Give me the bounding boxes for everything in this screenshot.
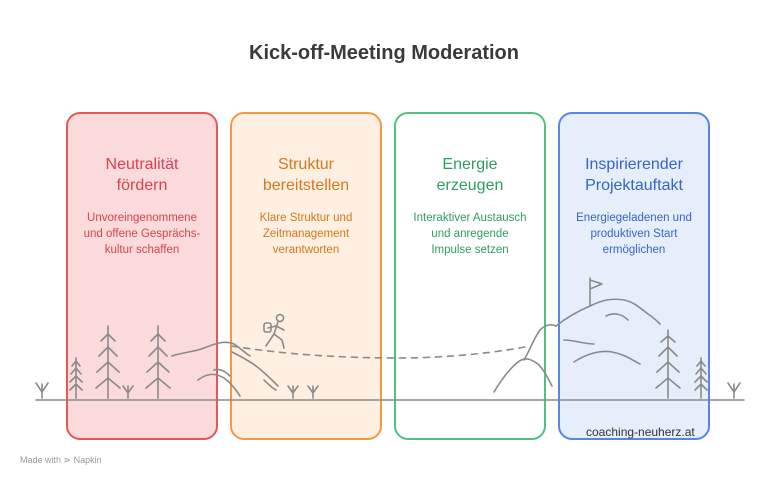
card-description: Unvoreingenommene und offene Gesprächs- … <box>83 212 201 256</box>
page-title: Kick-off-Meeting Moderation <box>249 42 519 64</box>
mountain-ridge <box>523 324 557 361</box>
mountain-ridge <box>555 298 661 327</box>
card-title: Neutralität fördern <box>105 156 179 194</box>
card-projektauftakt: Inspirierender Projektauftakt Energiegel… <box>558 112 710 440</box>
mountain-ridge <box>605 313 629 321</box>
hiker-icon <box>263 313 285 349</box>
pine-tree-icon <box>694 357 708 399</box>
card-title: Inspirierender Projektauftakt <box>585 156 683 194</box>
mountain-ridge <box>197 373 241 397</box>
mountain-ridge <box>171 341 251 357</box>
made-with-label: Made with <box>20 455 62 465</box>
mountain-ridge <box>573 350 641 365</box>
napkin-logo-icon: ⋗ <box>63 455 72 465</box>
card-description: Energiegeladenen und produktiven Start e… <box>576 212 692 256</box>
mountain-ridge <box>263 379 277 391</box>
grass-icon <box>122 385 134 399</box>
dashed-trail <box>231 345 531 359</box>
grass-icon <box>727 382 741 399</box>
pine-tree-icon <box>655 329 681 399</box>
card-struktur: Struktur bereitstellen Klare Struktur un… <box>230 112 382 440</box>
card-description: Interaktiver Austausch und anregende Imp… <box>413 212 527 256</box>
pine-tree-icon <box>95 325 121 399</box>
mountain-ridge <box>231 351 279 387</box>
card-description: Klare Struktur und Zeitmanagement verant… <box>259 212 353 256</box>
website-label: coaching-neuherz.at <box>586 425 695 439</box>
pine-tree-icon <box>69 357 83 399</box>
pine-tree-icon <box>145 325 171 399</box>
grass-icon <box>287 385 299 399</box>
napkin-brand: Napkin <box>73 455 102 465</box>
mountain-ridge <box>213 368 231 377</box>
mountain-ridge <box>563 339 595 345</box>
grass-icon <box>35 382 49 399</box>
card-title: Struktur bereitstellen <box>262 156 350 194</box>
card-title: Energie erzeugen <box>436 156 504 194</box>
made-with-footer: Made with ⋗ Napkin <box>20 455 102 466</box>
summit-flag-icon <box>589 277 603 307</box>
mountain-ridge <box>493 358 553 393</box>
card-neutralitaet: Neutralität fördern Unvoreingenommene un… <box>66 112 218 440</box>
card-energie: Energie erzeugen Interaktiver Austausch … <box>394 112 546 440</box>
grass-icon <box>307 385 319 399</box>
